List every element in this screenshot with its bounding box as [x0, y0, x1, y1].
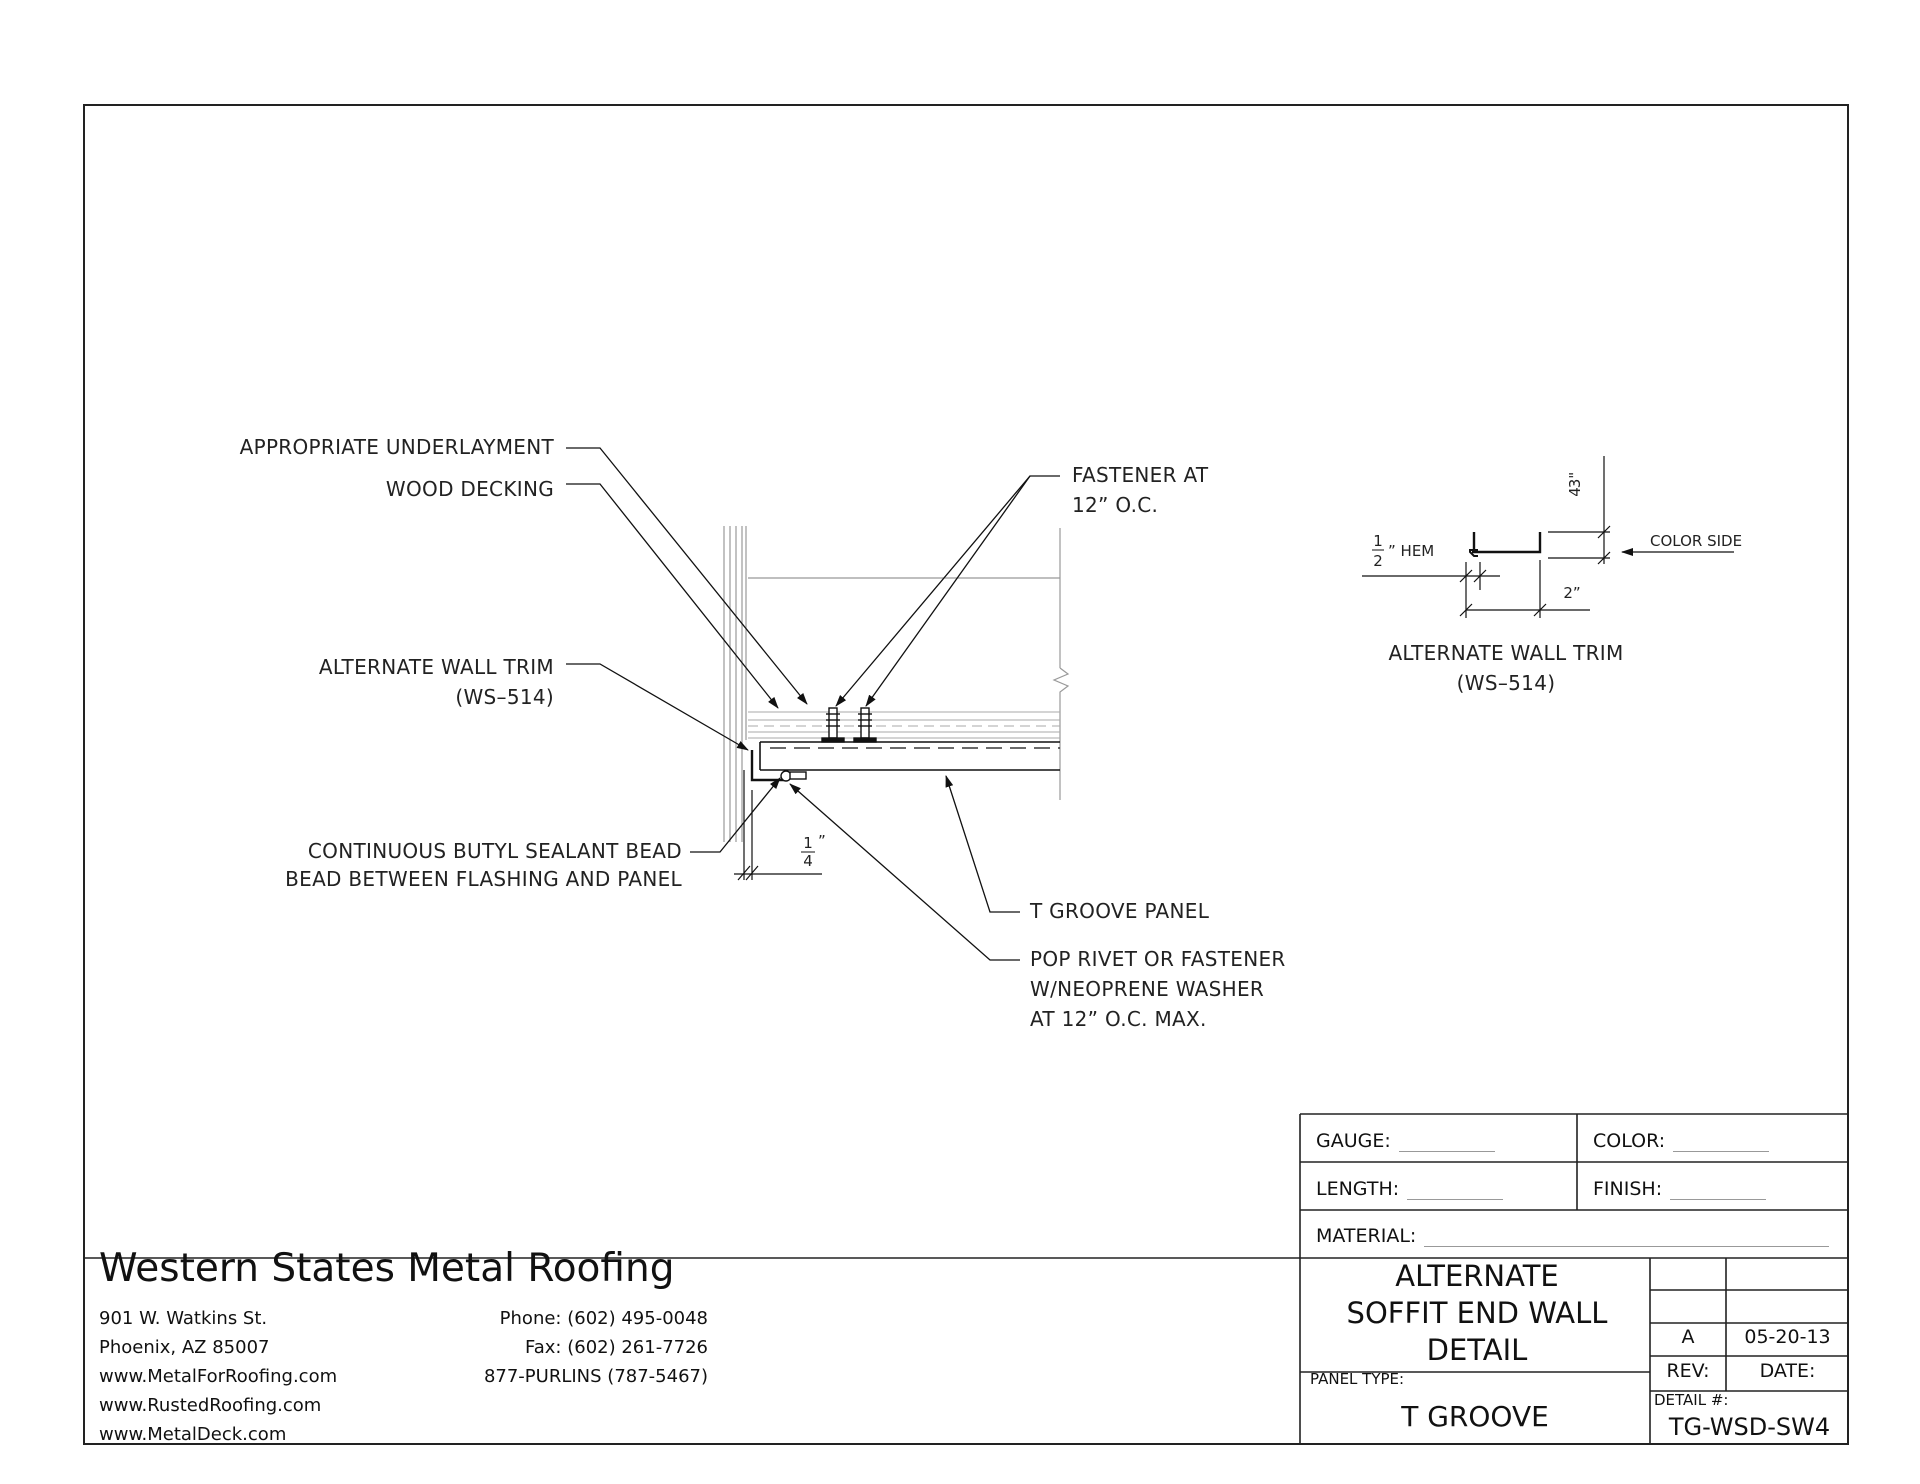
material-blank[interactable] — [1424, 1228, 1830, 1247]
detail-number-label: DETAIL #: — [1654, 1391, 1729, 1409]
company-website-1[interactable]: www.MetalForRoofing.com — [99, 1366, 338, 1387]
panel-type-label: PANEL TYPE: — [1310, 1370, 1405, 1388]
company-phone: Phone: (602) 495-0048 — [499, 1308, 708, 1329]
material-field[interactable]: MATERIAL: — [1316, 1225, 1830, 1247]
trim-caption: ALTERNATE WALL TRIM — [1388, 641, 1623, 665]
quarter-numerator: 1 — [803, 834, 813, 852]
length-field[interactable]: LENGTH: — [1316, 1178, 1504, 1200]
fasteners — [821, 707, 877, 743]
callout-labels: APPROPRIATE UNDERLAYMENT WOOD DECKING AL… — [240, 435, 1286, 1031]
material-label: MATERIAL: — [1316, 1225, 1417, 1247]
date-value: 05-20-13 — [1744, 1326, 1831, 1348]
trim-labels: 1 2 ” HEM 3" 4 2” COLOR SIDE ALTERNATE W… — [1372, 472, 1742, 695]
title-line-1: ALTERNATE — [1395, 1259, 1559, 1293]
label-sealant-2: BEAD BETWEEN FLASHING AND PANEL — [285, 867, 682, 891]
company-name: Western States Metal Roofing — [99, 1246, 675, 1291]
t-groove-panel — [759, 741, 1060, 771]
detail-number: TG-WSD-SW4 — [1668, 1413, 1831, 1441]
label-pop-rivet-2: W/NEOPRENE WASHER — [1030, 977, 1264, 1001]
company-address-city: Phoenix, AZ 85007 — [99, 1337, 270, 1358]
length-label: LENGTH: — [1316, 1178, 1400, 1200]
label-wood-decking: WOOD DECKING — [386, 477, 554, 501]
date-label: DATE: — [1759, 1360, 1816, 1382]
trim-dimensions — [1362, 456, 1734, 618]
trim-profile — [1469, 532, 1542, 557]
hem-denominator: 2 — [1373, 552, 1383, 570]
finish-blank[interactable] — [1670, 1181, 1767, 1200]
company-fax: Fax: (602) 261-7726 — [525, 1337, 708, 1358]
label-pop-rivet-3: AT 12” O.C. MAX. — [1030, 1007, 1207, 1031]
wood-decking — [748, 711, 1060, 739]
color-field[interactable]: COLOR: — [1593, 1130, 1770, 1152]
company-toll-free: 877-PURLINS (787-5467) — [483, 1366, 708, 1387]
width-label: 2” — [1563, 584, 1580, 602]
hem-numerator: 1 — [1373, 532, 1383, 550]
color-label: COLOR: — [1593, 1130, 1666, 1152]
finish-label: FINISH: — [1593, 1178, 1663, 1200]
length-blank[interactable] — [1407, 1181, 1504, 1200]
gauge-label: GAUGE: — [1316, 1130, 1391, 1152]
revision-label: REV: — [1666, 1360, 1710, 1382]
drawing-sheet-border — [83, 104, 1849, 1445]
company-website-2[interactable]: www.RustedRoofing.com — [99, 1395, 322, 1416]
color-side-label: COLOR SIDE — [1650, 532, 1742, 550]
label-t-groove-panel: T GROOVE PANEL — [1029, 899, 1210, 923]
revision-value: A — [1681, 1326, 1695, 1348]
drawing-title: ALTERNATE SOFFIT END WALL DETAIL — [1297, 1258, 1657, 1369]
hem-label: ” HEM — [1388, 542, 1434, 560]
height-denominator: 4 — [1566, 487, 1584, 497]
label-wall-trim-code: (WS–514) — [455, 685, 554, 709]
height-label: 3" — [1566, 472, 1584, 488]
finish-field[interactable]: FINISH: — [1593, 1178, 1767, 1200]
label-sealant: CONTINUOUS BUTYL SEALANT BEAD — [308, 839, 682, 863]
label-underlayment: APPROPRIATE UNDERLAYMENT — [240, 435, 555, 459]
pop-rivet — [780, 770, 807, 782]
gauge-field[interactable]: GAUGE: — [1316, 1130, 1495, 1152]
title-line-3: DETAIL — [1426, 1333, 1528, 1367]
label-fastener: FASTENER AT — [1072, 463, 1209, 487]
quarter-inch-dimension — [734, 770, 822, 881]
trim-caption-code: (WS–514) — [1457, 671, 1556, 695]
quarter-denominator: 4 — [803, 852, 813, 870]
svg-text:”: ” — [818, 832, 826, 850]
wall-section — [723, 526, 1070, 842]
panel-type-value: T GROOVE — [1401, 1400, 1549, 1433]
label-wall-trim: ALTERNATE WALL TRIM — [319, 655, 554, 679]
gauge-blank[interactable] — [1398, 1133, 1495, 1152]
label-pop-rivet: POP RIVET OR FASTENER — [1030, 947, 1286, 971]
label-fastener-spacing: 12” O.C. — [1072, 493, 1158, 517]
title-line-2: SOFFIT END WALL — [1346, 1296, 1608, 1330]
company-address-street: 901 W. Watkins St. — [99, 1308, 268, 1329]
title-block-grid — [84, 1113, 1849, 1445]
color-blank[interactable] — [1673, 1133, 1770, 1152]
leader-lines — [566, 447, 1060, 961]
company-website-3[interactable]: www.MetalDeck.com — [99, 1424, 287, 1445]
